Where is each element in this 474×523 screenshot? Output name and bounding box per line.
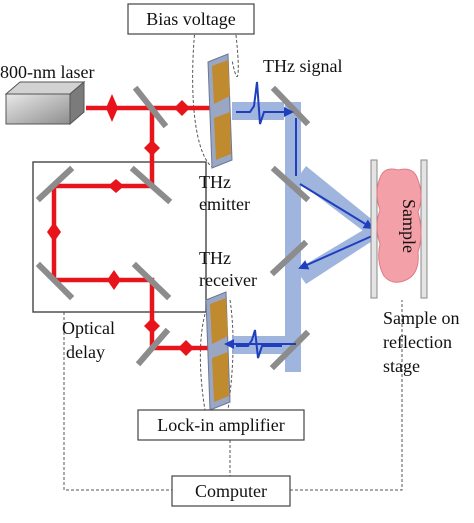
optical-delay-label-line1: Optical: [62, 318, 115, 338]
thz-receiver: [205, 291, 231, 411]
computer-to-delay-wire: [63, 312, 173, 491]
thz-pulse-received: [236, 329, 282, 359]
mirror-5: [131, 261, 172, 301]
lock-in-amplifier-box: [137, 409, 305, 441]
mirrors: [35, 85, 311, 371]
sample-stage-label-line2: reflection: [383, 332, 452, 352]
sample-stage: [370, 159, 428, 299]
pulse-5: [47, 222, 61, 242]
thz-mirror-1: [270, 85, 311, 127]
computer-to-stage-wire: [290, 300, 403, 491]
pulse-4: [108, 179, 124, 193]
thz-beam-to-sample: [296, 166, 380, 236]
stage-plate-left: [370, 159, 378, 299]
thz-pulse-emitted: [236, 81, 290, 125]
mirror-2: [129, 165, 173, 205]
sample-stage-label-line3: stage: [383, 356, 420, 376]
thz-signal-label: THz signal: [263, 56, 342, 76]
sample-blob: [376, 168, 422, 283]
laser-source: [4, 80, 86, 126]
thz-beam-vertical: [285, 102, 301, 372]
bias-voltage-label: Bias voltage: [146, 9, 235, 29]
emitter-label-line2: emitter: [199, 194, 250, 214]
thz-mirror-4: [269, 329, 311, 371]
thz-signals: [224, 81, 374, 359]
thz-arrow-from-sample: [298, 235, 373, 270]
pulse-1: [106, 94, 118, 122]
computer-label: Computer: [195, 481, 267, 501]
optical-delay-box: [32, 161, 207, 313]
mirror-1: [132, 85, 169, 129]
thz-beam-from-sample: [296, 226, 380, 284]
pulse-2: [174, 100, 190, 116]
bias-voltage-box: [127, 3, 255, 35]
pulse-7: [144, 318, 160, 334]
thz-mirror-2: [270, 165, 311, 203]
mirror-4: [35, 261, 75, 301]
receiver-label-line1: THz: [199, 248, 231, 268]
pulse-6: [107, 270, 121, 290]
stage-plate-right: [420, 159, 428, 299]
sample-label: Sample: [399, 199, 419, 253]
sample-stage-label-line1: Sample on: [383, 308, 460, 328]
mirror-3: [35, 165, 75, 203]
thz-beam-emitter-to-mirror: [232, 102, 284, 120]
lock-in-amplifier-label: Lock-in amplifier: [157, 415, 284, 435]
thz-mirror-3: [269, 239, 309, 277]
pulse-3: [144, 140, 160, 156]
optical-delay-label-line2: delay: [66, 342, 105, 362]
bias-wire-2: [231, 19, 239, 77]
mirror-6: [135, 327, 171, 367]
emitter-label-line1: THz: [199, 172, 231, 192]
laser-label: 800-nm laser: [0, 62, 94, 82]
laser-pulses: [47, 94, 194, 356]
receiver-label-line2: receiver: [199, 270, 257, 290]
pulse-8: [178, 340, 194, 356]
thz-arrow-to-sample: [299, 183, 374, 230]
thz-emitter: [207, 53, 233, 169]
computer-box: [171, 475, 291, 507]
